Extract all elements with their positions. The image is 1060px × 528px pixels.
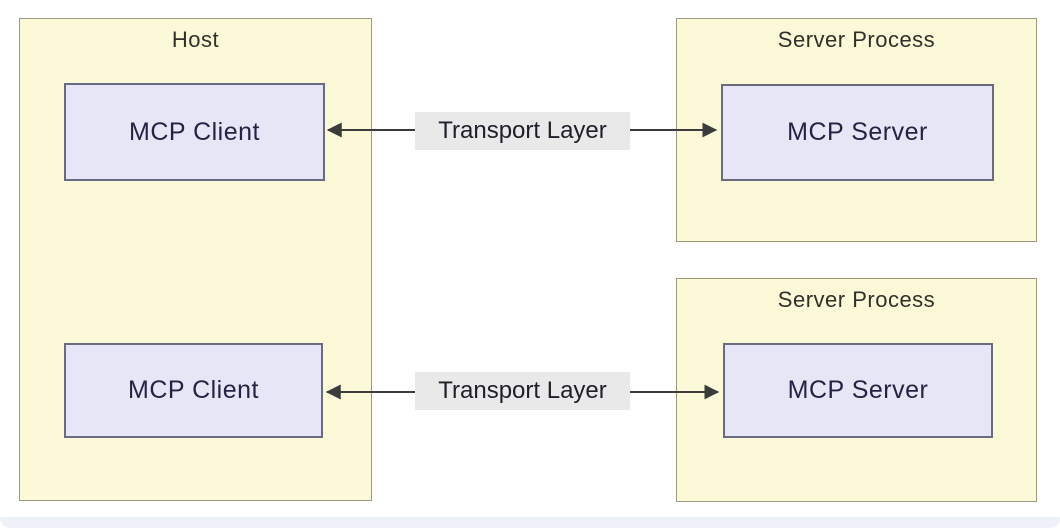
mcp-server-node-1: MCP Server xyxy=(721,84,994,181)
mcp-client-node-2: MCP Client xyxy=(64,343,323,438)
page-background-strip xyxy=(0,517,1060,528)
transport-layer-label-bottom: Transport Layer xyxy=(415,372,630,410)
server-process-title-1: Server Process xyxy=(777,27,936,52)
mcp-server-label-2: MCP Server xyxy=(787,376,929,404)
server-process-title-2: Server Process xyxy=(777,287,936,312)
mcp-server-label-1: MCP Server xyxy=(787,118,928,146)
server-process-container-2: Server Process MCP Server xyxy=(676,278,1037,502)
mcp-client-node-1: MCP Client xyxy=(64,83,325,181)
transport-layer-label-top: Transport Layer xyxy=(415,112,630,150)
mcp-client-label-2: MCP Client xyxy=(128,376,259,404)
host-container: Host MCP Client MCP Client xyxy=(19,18,372,501)
mcp-client-label-1: MCP Client xyxy=(129,117,260,146)
mcp-server-node-2: MCP Server xyxy=(723,343,993,438)
host-title: Host xyxy=(171,27,220,52)
server-process-container-1: Server Process MCP Server xyxy=(676,18,1037,242)
